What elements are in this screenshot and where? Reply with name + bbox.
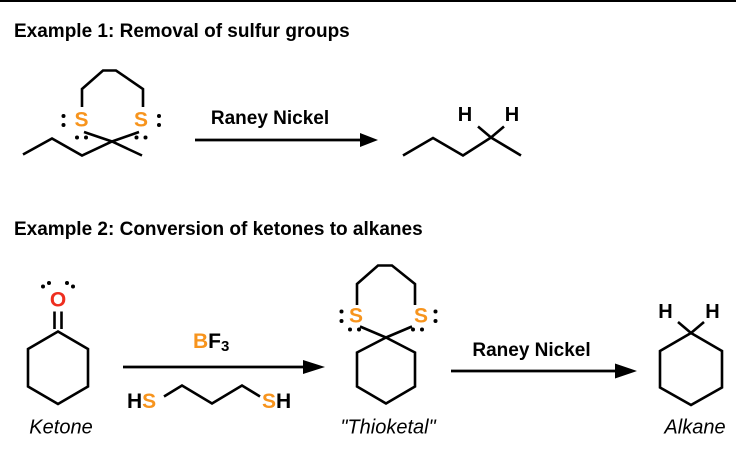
propanedithiol-bonds (163, 383, 261, 406)
fluorine-subscript: 3 (221, 338, 230, 355)
alkane-caption: Alkane (664, 416, 726, 439)
pentane-bonds (402, 125, 522, 158)
hydrogen-atom-label: H (504, 103, 520, 126)
reagent-label-raney-nickel: Raney Nickel (210, 108, 330, 129)
thioketal-caption: "Thioketal" (340, 416, 436, 439)
fluorine-atom-label: F (208, 330, 221, 353)
ketone-caption: Ketone (29, 416, 93, 439)
boron-atom-label: B (193, 330, 209, 353)
sulfur-atom-label: S (262, 390, 277, 413)
cyclohexanone-bonds (26, 311, 90, 406)
sulfur-atom-label: S (348, 304, 364, 327)
reaction-arrow-ex2-step2 (451, 363, 637, 379)
sulfur-atom-label: S (413, 304, 429, 327)
hydrogen-atom-label: H (127, 390, 143, 413)
thioketal-bonds (355, 264, 417, 406)
sulfur-atom-label: S (142, 390, 157, 413)
top-border-line (0, 0, 736, 2)
oxygen-atom-label: O (49, 288, 67, 312)
sulfur-atom-label: S (74, 108, 89, 132)
dithiane-ring-bonds (22, 69, 145, 157)
hydrogen-atom-label: H (276, 390, 292, 413)
reaction-arrow-ex2-step1 (123, 360, 325, 374)
dithiane-lone-pair-dots (61, 114, 161, 140)
hydrogen-atom-label: H (705, 300, 720, 323)
hydrogen-atom-label: H (457, 103, 473, 126)
hydrogen-atom-label: H (658, 300, 673, 323)
example2-heading: Example 2: Conversion of ketones to alka… (14, 219, 423, 240)
reaction-arrow-ex1 (195, 133, 378, 147)
reagent-label-raney-nickel: Raney Nickel (472, 339, 591, 361)
thioketal-lone-pair-dots (339, 309, 438, 332)
sulfur-atom-label: S (133, 108, 149, 132)
cyclohexane-bonds (658, 321, 724, 407)
oxygen-lone-pair-dots (41, 281, 75, 289)
example1-heading: Example 1: Removal of sulfur groups (14, 21, 350, 42)
